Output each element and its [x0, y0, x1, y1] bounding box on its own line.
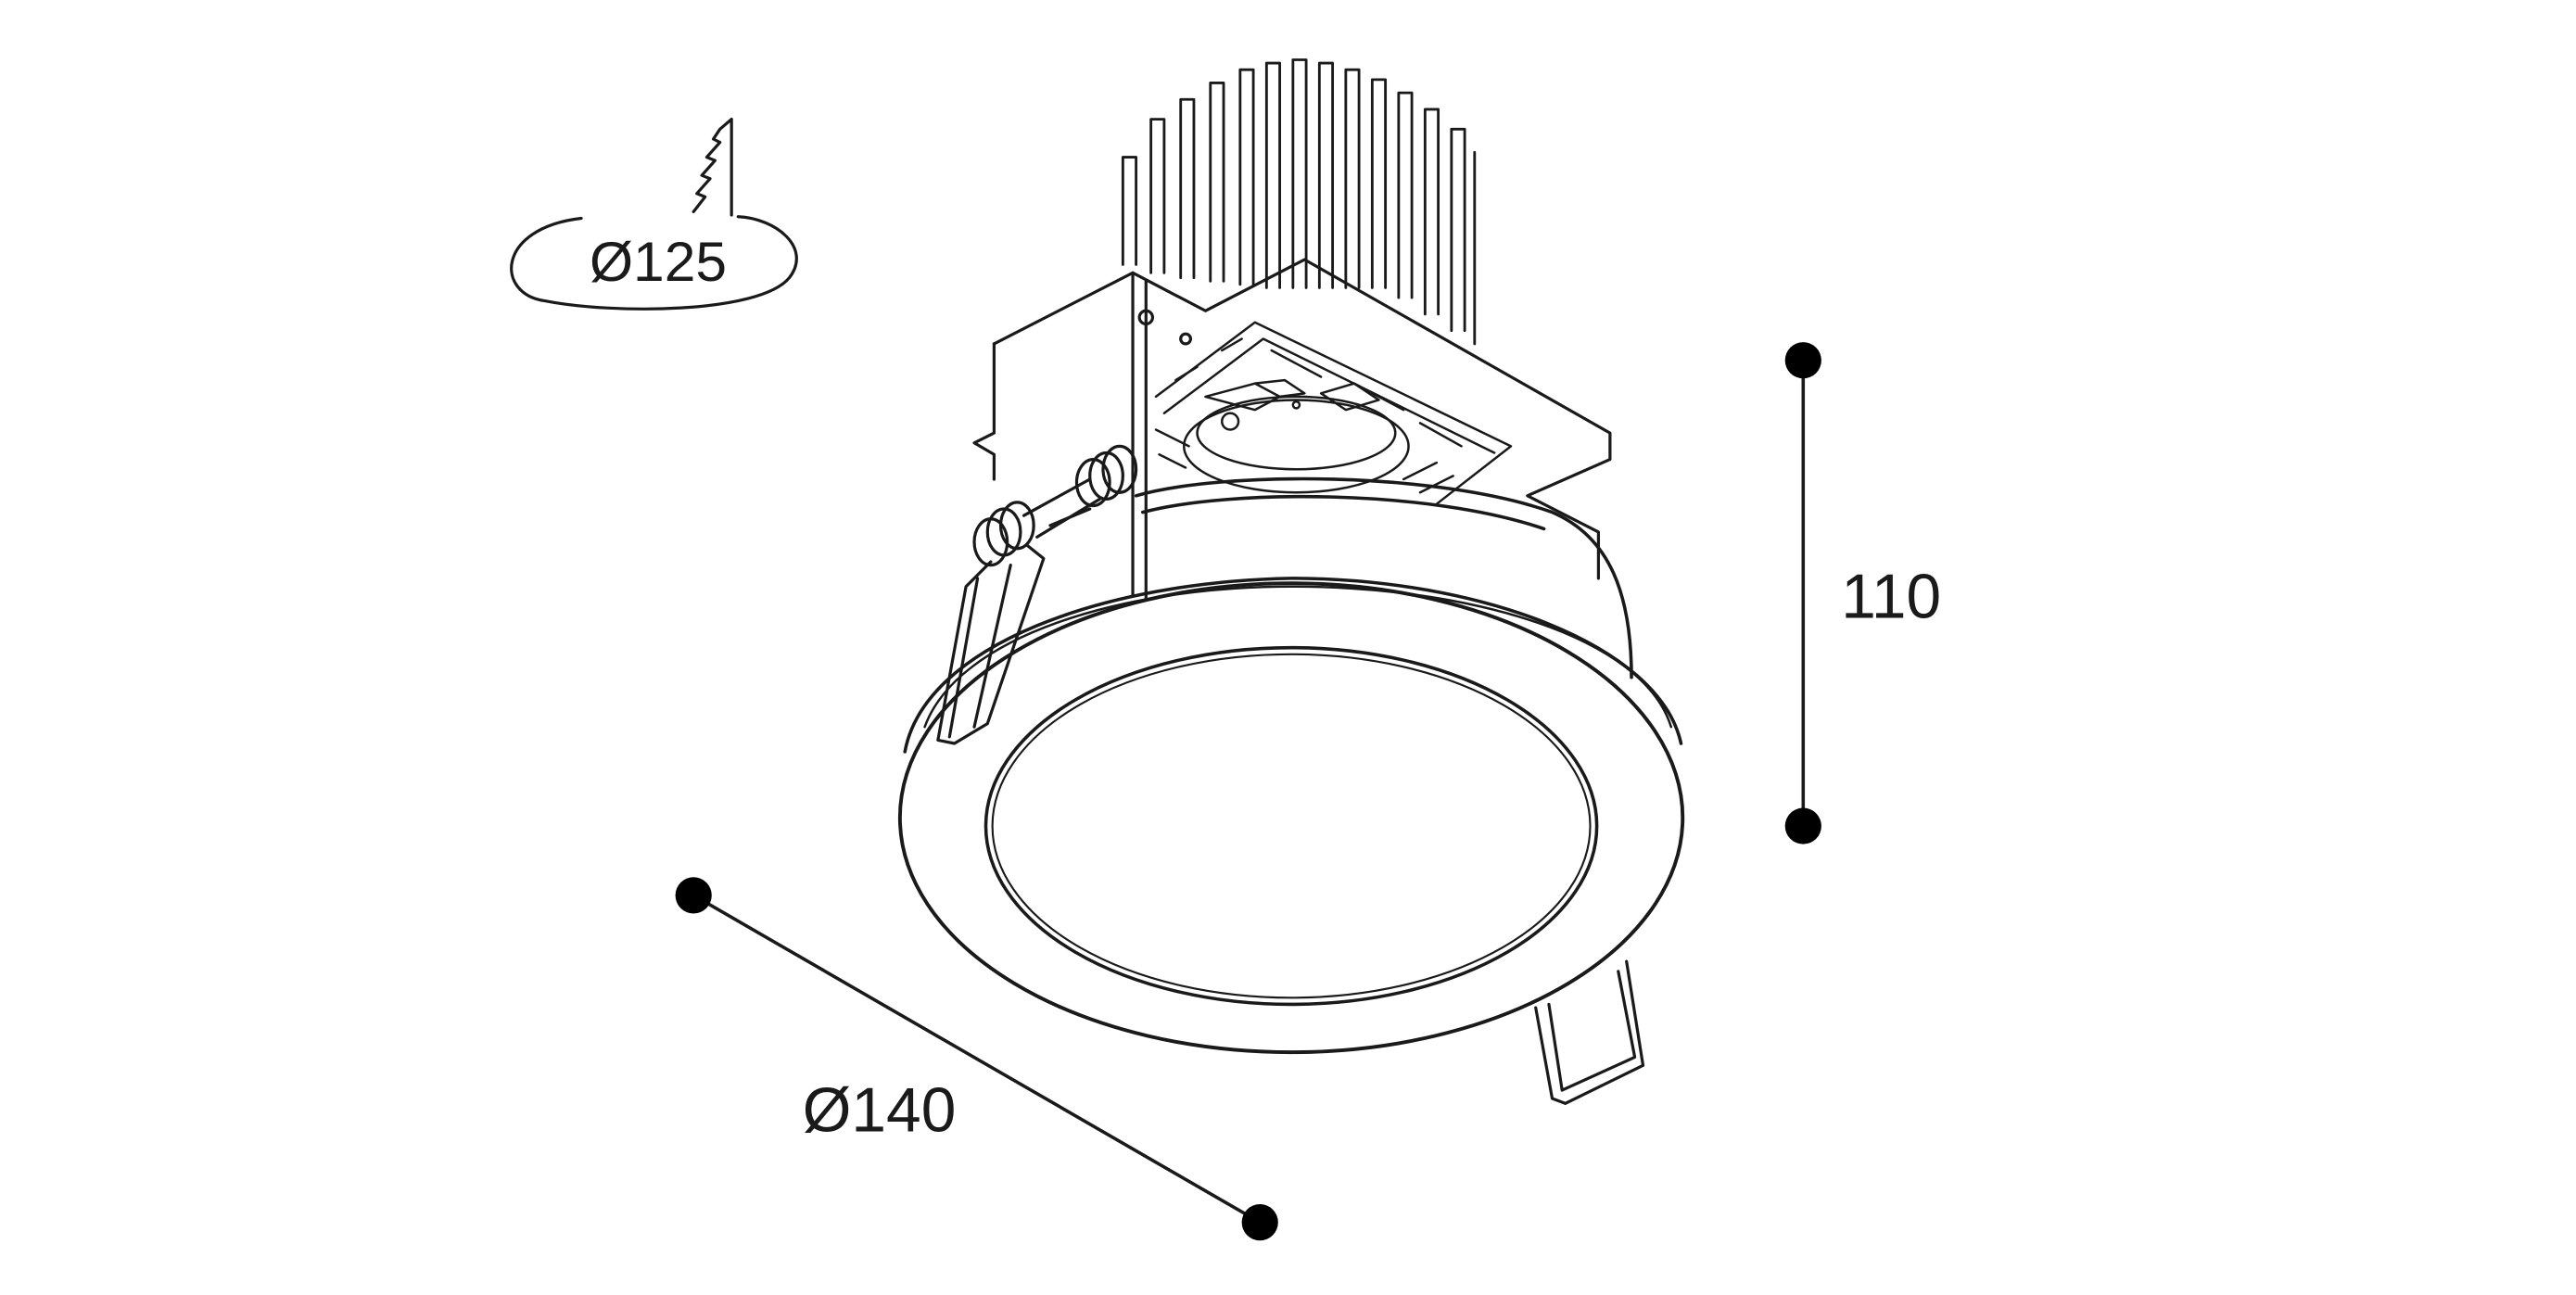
- diameter-endpoint-left: [675, 877, 712, 914]
- spring-clip-right: [1534, 959, 1645, 1105]
- cutout-ellipse: [510, 215, 798, 311]
- trim-outer-edge: [897, 581, 1685, 1055]
- diameter-endpoint-right: [1241, 1204, 1278, 1241]
- mounting-bracket: [972, 258, 1612, 600]
- height-endpoint-bottom: [1784, 807, 1821, 844]
- height-dimension: 110: [1784, 342, 1941, 844]
- trim-top-face: [903, 577, 1683, 754]
- saw-blade-icon: [692, 118, 733, 217]
- led-module: [1154, 321, 1513, 505]
- torsion-spring-left: [936, 444, 1138, 745]
- housing-body: [1134, 476, 1633, 679]
- cutout-symbol: Ø125: [510, 118, 798, 311]
- diffuser-lens: [983, 645, 1599, 1007]
- height-endpoint-top: [1784, 342, 1821, 379]
- height-label: 110: [1841, 563, 1941, 632]
- cutout-label: Ø125: [590, 230, 727, 293]
- diameter-dimension-line: [692, 894, 1262, 1225]
- diameter-dimension: Ø140: [675, 877, 1278, 1241]
- diameter-label: Ø140: [803, 1076, 957, 1146]
- trim-ring: [897, 577, 1685, 1055]
- heatsink: [1121, 58, 1477, 346]
